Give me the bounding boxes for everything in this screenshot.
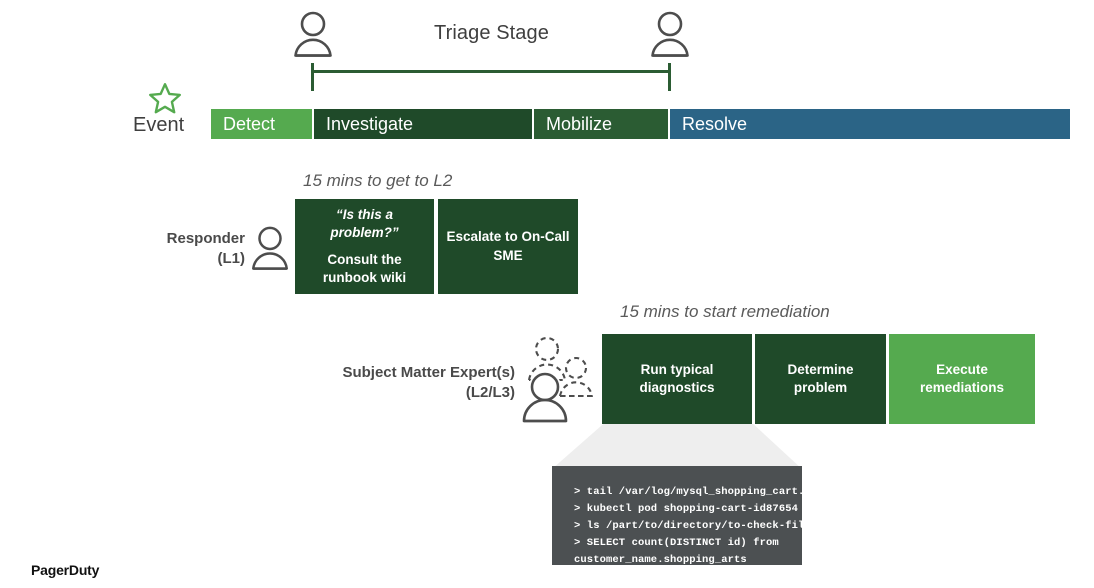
action-box-run-typical-diagnostics[interactable]: Run typical diagnostics — [602, 334, 752, 424]
action-box-label: Execute remediations — [919, 361, 1005, 395]
terminal-line: > tail /var/log/mysql_shopping_cart.log — [574, 486, 824, 498]
person-icon-responder — [248, 225, 292, 271]
lane-label-sme: Subject Matter Expert(s) (L2/L3) — [280, 363, 515, 404]
triage-bracket-right-tick — [668, 63, 671, 91]
star-icon — [148, 82, 182, 120]
lane-label-responder-line1: Responder — [166, 230, 245, 247]
phase-bar-detect[interactable]: Detect — [211, 109, 312, 139]
triage-bracket-left-tick — [311, 63, 314, 91]
person-icon-triage-end — [647, 10, 693, 58]
person-icon-triage-start — [290, 10, 336, 58]
phase-label-mobilize: Mobilize — [546, 113, 613, 134]
action-box-escalate-to-on-call-sme[interactable]: Escalate to On-Call SME — [438, 199, 578, 294]
lane-label-responder-line2: (L1) — [217, 250, 246, 268]
phase-label-resolve: Resolve — [682, 113, 748, 134]
phase-bar-investigate[interactable]: Investigate — [314, 109, 532, 139]
phase-label-detect: Detect — [223, 113, 276, 134]
action-box-quote: “Is this a problem?” — [330, 206, 399, 240]
action-box-label: Run typical diagnostics — [639, 361, 715, 395]
lane-label-sme-line2: (L2/L3) — [465, 384, 515, 402]
action-box-label: Escalate to On-Call SME — [446, 229, 570, 263]
pagerduty-logo: PagerDuty — [31, 562, 100, 578]
lane-label-sme-line1: Subject Matter Expert(s) — [342, 364, 515, 381]
terminal-line: customer_name.shopping_arts — [574, 554, 747, 566]
timing-note-responder: 15 mins to get to L2 — [303, 171, 453, 190]
phase-bar-mobilize[interactable]: Mobilize — [534, 109, 668, 139]
action-box-label: Determine problem — [787, 361, 854, 395]
phase-label-investigate: Investigate — [326, 113, 414, 134]
timing-note-sme: 15 mins to start remediation — [620, 302, 830, 321]
terminal-line: > kubectl pod shopping-cart-id87654 logs — [574, 503, 831, 515]
lane-label-responder: Responder (L1) — [100, 229, 245, 270]
terminal-line: > ls /part/to/directory/to-check-file — [574, 520, 811, 532]
action-box-is-this-a-problem[interactable]: “Is this a problem?” Consult the runbook… — [295, 199, 434, 294]
terminal-line: > SELECT count(DISTINCT id) from — [574, 537, 779, 549]
event-label: Event — [133, 114, 185, 136]
action-box-subtext: Consult the runbook wiki — [322, 252, 407, 286]
action-box-execute-remediations[interactable]: Execute remediations — [889, 334, 1035, 424]
triage-stage-label: Triage Stage — [434, 22, 549, 44]
action-box-determine-problem[interactable]: Determine problem — [755, 334, 886, 424]
people-group-icon — [518, 333, 603, 433]
triage-bracket-span — [311, 70, 671, 73]
terminal-window[interactable]: > tail /var/log/mysql_shopping_cart.log … — [552, 466, 831, 566]
phase-bar-resolve[interactable]: Resolve — [670, 109, 1070, 139]
